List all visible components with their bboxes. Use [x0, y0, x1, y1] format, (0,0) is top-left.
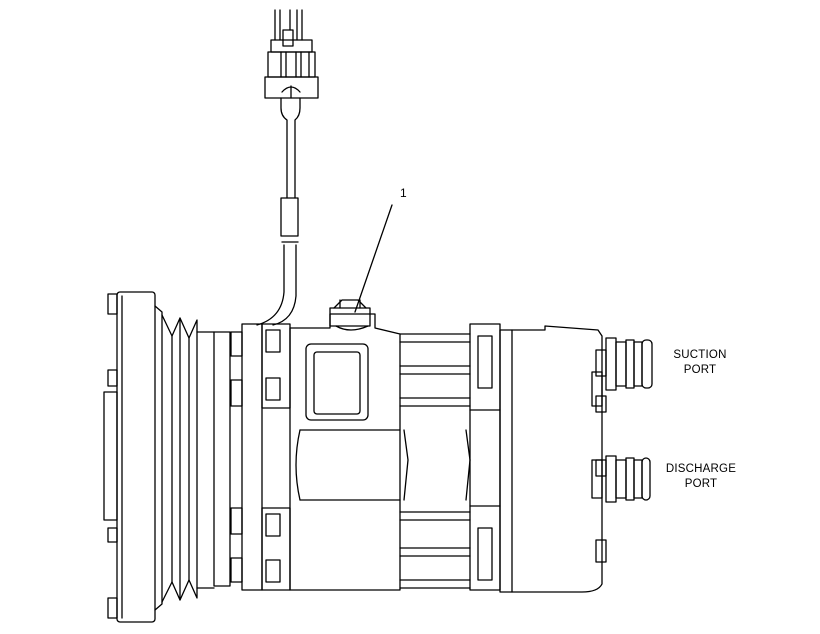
- discharge-port-label: DISCHARGE PORT: [656, 462, 746, 492]
- clutch-pulley: [103, 291, 231, 623]
- wiring-harness: [256, 97, 301, 326]
- rear-head: [499, 325, 607, 593]
- front-mounting-ears: [230, 323, 291, 591]
- discharge-port-fitting: [605, 455, 651, 503]
- rear-flange: [469, 323, 501, 591]
- discharge-port-label-line2: PORT: [684, 478, 718, 490]
- suction-port-label-line1: SUCTION: [673, 349, 727, 361]
- compressor-body: [289, 299, 401, 591]
- discharge-port-label-line1: DISCHARGE: [665, 463, 737, 475]
- suction-port-label-line2: PORT: [683, 364, 717, 376]
- suction-port-fitting: [605, 337, 653, 391]
- callout-1-leader: [354, 204, 393, 313]
- mid-section: [399, 333, 471, 589]
- callout-1-number: 1: [400, 186, 407, 200]
- electrical-connector: [264, 9, 319, 99]
- suction-port-label: SUCTION PORT: [660, 348, 740, 378]
